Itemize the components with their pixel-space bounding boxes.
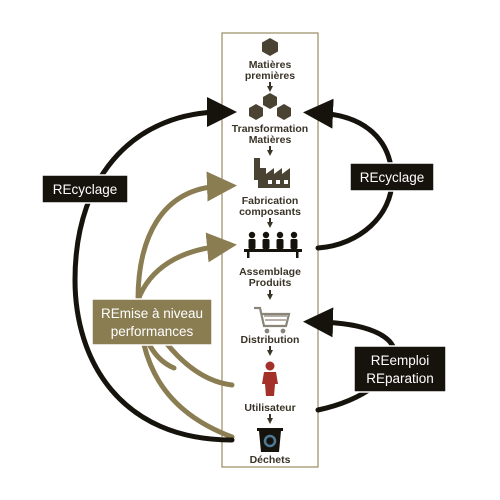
remise-label-line1: REmise à niveau <box>101 306 203 321</box>
stage-assemblage-line2: Produits <box>249 277 292 289</box>
factory-icon <box>254 158 290 188</box>
remise-box: REmise à niveau performances <box>91 298 213 346</box>
stage-fabrication-line1: Fabrication <box>242 195 299 207</box>
stage-fabrication-line2: composants <box>239 206 301 218</box>
reemploi-box: REemploi REparation <box>353 345 447 393</box>
shopping-cart-icon <box>254 306 291 334</box>
stage-transformation-line2: Matières <box>249 134 292 146</box>
stage-dechets-label: Déchets <box>250 454 291 466</box>
recyclage-right-box: REcyclage <box>349 162 435 192</box>
assembly-workers-icon <box>244 231 302 258</box>
remise-arrow-to-assemblage <box>135 232 237 303</box>
stage-distribution-label: Distribution <box>241 334 300 346</box>
stage-matieres-line2: premières <box>245 70 295 82</box>
recyclage-left-arrow <box>72 97 237 443</box>
stage-labels: Matières premières Transformation Matièr… <box>232 59 308 466</box>
stage-assemblage-line1: Assemblage <box>239 266 301 278</box>
reemploi-label-line2: REparation <box>366 371 434 386</box>
reemploi-label-line1: REemploi <box>371 353 430 368</box>
recyclage-right-label: REcyclage <box>360 170 425 185</box>
hexagon-icon <box>262 38 278 56</box>
recyclage-left-label: REcyclage <box>53 182 118 197</box>
hexagons-cluster-icon <box>249 93 291 120</box>
waste-bin-icon <box>257 428 283 452</box>
recyclage-left-box: REcyclage <box>41 174 129 204</box>
stage-utilisateur-label: Utilisateur <box>244 402 295 414</box>
remise-arrow-to-fabrication <box>135 171 237 303</box>
stage-matieres-line1: Matières <box>249 59 292 71</box>
remise-label-line2: performances <box>111 324 194 339</box>
stage-transformation-line1: Transformation <box>232 123 308 135</box>
person-icon <box>262 361 278 396</box>
